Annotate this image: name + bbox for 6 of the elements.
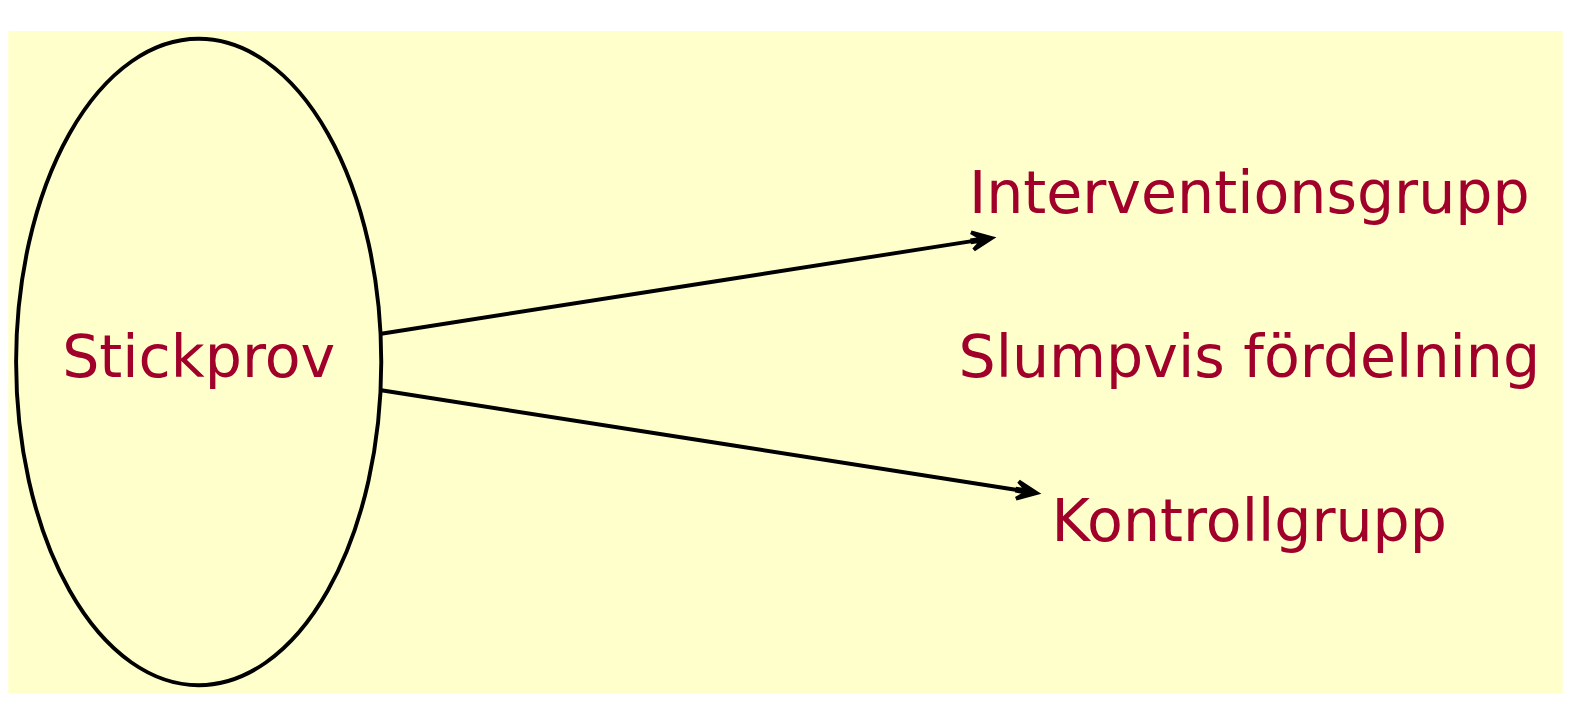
node-text: Kontrollgrupp — [1051, 486, 1447, 555]
node-ellipse: Stickprov — [14, 36, 384, 687]
arrow — [380, 229, 994, 336]
node-text: Interventionsgrupp — [968, 158, 1530, 227]
label: Slumpvis fördelning — [958, 322, 1541, 391]
arrow — [380, 387, 1039, 501]
